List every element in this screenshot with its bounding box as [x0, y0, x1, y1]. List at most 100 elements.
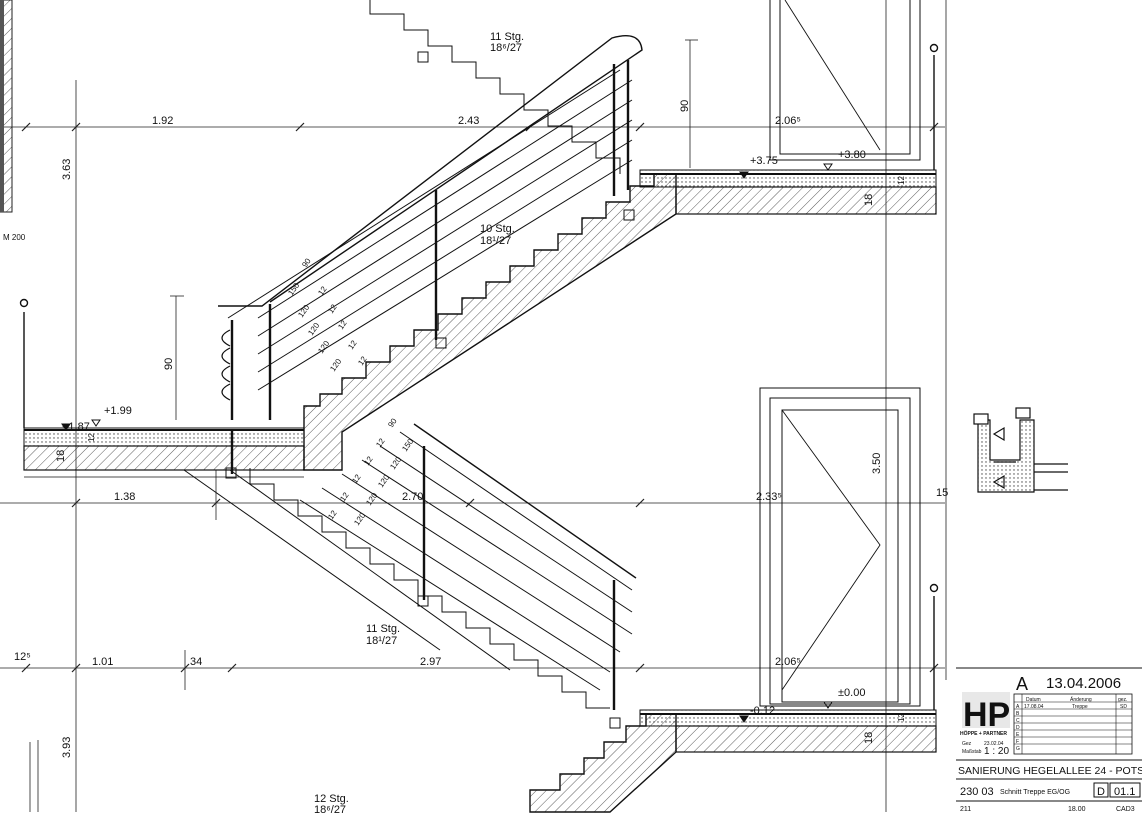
dim-label: 3.63 [61, 159, 73, 180]
revision-row-date: 17.08.04 [1024, 704, 1044, 710]
dim-label: 90 [679, 100, 691, 112]
level-markers [61, 163, 833, 723]
anchor-marks [225, 51, 635, 729]
slab-thickness: 18 [55, 450, 67, 462]
dim-label: 2.33⁵ [756, 491, 782, 503]
rail-spacing: 12 [316, 284, 329, 297]
screed-thickness: 12 [897, 176, 906, 185]
dim-label: 2.43 [458, 115, 479, 127]
lower-door-frame [759, 387, 921, 707]
dim-label: 3.93 [61, 737, 73, 758]
dimension-labels: 1.92 2.43 2.06⁵ 90 3.63 90 1.38 2.70 2.3… [14, 100, 948, 758]
footer-code: CAD3 [1116, 806, 1135, 813]
stair-ratio: 18¹/27 [366, 635, 397, 647]
dim-label: 2.06⁵ [775, 115, 801, 127]
stair-count: 12 Stg. [314, 793, 349, 805]
revision-row-by: SD [1120, 704, 1127, 710]
screed-thickness: 12 [87, 433, 96, 442]
drawn-date: 23.02.04 [984, 741, 1004, 747]
rail-spacing: 12 [336, 318, 349, 331]
dim-label: 34 [190, 656, 202, 668]
rail-spacing: 120 [352, 511, 367, 528]
rail-spacing: 12 [350, 472, 363, 485]
scale-label: Maßstab [962, 749, 982, 755]
rail-spacing: 90 [386, 416, 399, 429]
stair-count: 10 Stg. [480, 223, 515, 235]
dim-label: 1.92 [152, 115, 173, 127]
footer-code: 18.00 [1068, 806, 1086, 813]
upper-flight [303, 173, 677, 471]
lower-landing [639, 583, 939, 753]
rail-spacing: 12 [338, 490, 351, 503]
left-wall [0, 0, 13, 213]
level-label: +3.75 [750, 155, 778, 167]
dim-label: 2.70 [402, 491, 423, 503]
rail-spacing: 12 [346, 338, 359, 351]
rail-spacing: 150 [400, 437, 415, 454]
dim-label: 15 [936, 487, 948, 499]
rail-spacing: 120 [296, 303, 311, 320]
revision-row-change: Treppe [1072, 704, 1088, 710]
dimension-lines [0, 0, 947, 812]
level-labels: +3.75 +3.80 +1.87 +1.99 -0.12 ±0.00 [62, 149, 866, 717]
rail-spacing: 120 [364, 491, 379, 508]
scale-value: 1 : 20 [984, 746, 1009, 757]
rail-spacing: 150 [286, 281, 301, 298]
dim-label: 12⁵ [14, 651, 31, 663]
revision-row-letter: D [1016, 725, 1020, 731]
title-block: A 13.04.2006 Datum Änderung gez. A 17.08… [956, 667, 1142, 813]
screed-thickness: 12 [897, 713, 906, 722]
lower-flight [529, 713, 677, 813]
dim-label: 1.38 [114, 491, 135, 503]
stair-ratio: 18⁶/27 [490, 42, 522, 54]
side-scale-note: M 200 [3, 233, 26, 242]
lower-handrail [230, 423, 637, 710]
rail-spacing: 120 [376, 473, 391, 490]
dim-label: 1.01 [92, 656, 113, 668]
stair-ratio: 18⁶/27 [314, 804, 346, 815]
column-header: Änderung [1070, 696, 1092, 703]
stair-ratio: 18¹/27 [480, 235, 511, 247]
rail-spacing: 90 [300, 256, 313, 269]
sheet-number: 01.1 [1114, 786, 1135, 798]
level-label: -0.12 [750, 705, 775, 717]
rail-spacing: 12 [374, 436, 387, 449]
upper-landing [639, 43, 939, 215]
rail-spacing: 120 [328, 357, 343, 374]
stair-count: 11 Stg. [490, 31, 524, 43]
drawing-title: Schnitt Treppe EG/OG [1000, 789, 1070, 796]
logo-mark: HP [963, 696, 1010, 734]
revision-row-letter: E [1016, 732, 1020, 738]
drawing-number: 230 03 [960, 786, 994, 798]
revision-row-letter: C [1016, 718, 1020, 724]
slab-thickness: 18 [863, 194, 875, 206]
revision-date: 13.04.2006 [1046, 675, 1121, 692]
key-plan [973, 407, 1068, 493]
upper-handrail [218, 35, 643, 420]
dim-label: 90 [163, 358, 175, 370]
rail-spacing: 12 [326, 508, 339, 521]
level-label: +1.99 [104, 405, 132, 417]
drawn-label: Gez [962, 741, 972, 747]
company-logo: HP [962, 692, 1010, 734]
revision-row-letter: G [1016, 746, 1020, 752]
revision-row-letter: B [1016, 711, 1020, 717]
level-label: ±0.00 [838, 687, 865, 699]
upper-door-frame [769, 0, 921, 161]
rail-spacing: 12 [362, 454, 375, 467]
rail-spacing: 120 [388, 455, 403, 472]
dim-label: 2.97 [420, 656, 441, 668]
level-label: +3.80 [838, 149, 866, 161]
column-header: gez. [1118, 697, 1127, 703]
rail-spacing: 120 [316, 339, 331, 356]
stair-labels: 11 Stg. 18⁶/27 10 Stg. 18¹/27 11 Stg. 18… [314, 31, 524, 815]
project-title: SANIERUNG HEGELALLEE 24 - POTSDAM [958, 765, 1142, 777]
revision-row-letter: F [1016, 739, 1019, 745]
footer-code: 211 [960, 806, 971, 813]
level-label: +1.87 [62, 421, 90, 433]
revision-row-letter: A [1016, 704, 1020, 710]
dim-label: 2.06⁵ [775, 656, 801, 668]
company-name: HÖPPE + PARTNER [960, 730, 1007, 737]
dim-label: 3.50 [871, 453, 883, 474]
